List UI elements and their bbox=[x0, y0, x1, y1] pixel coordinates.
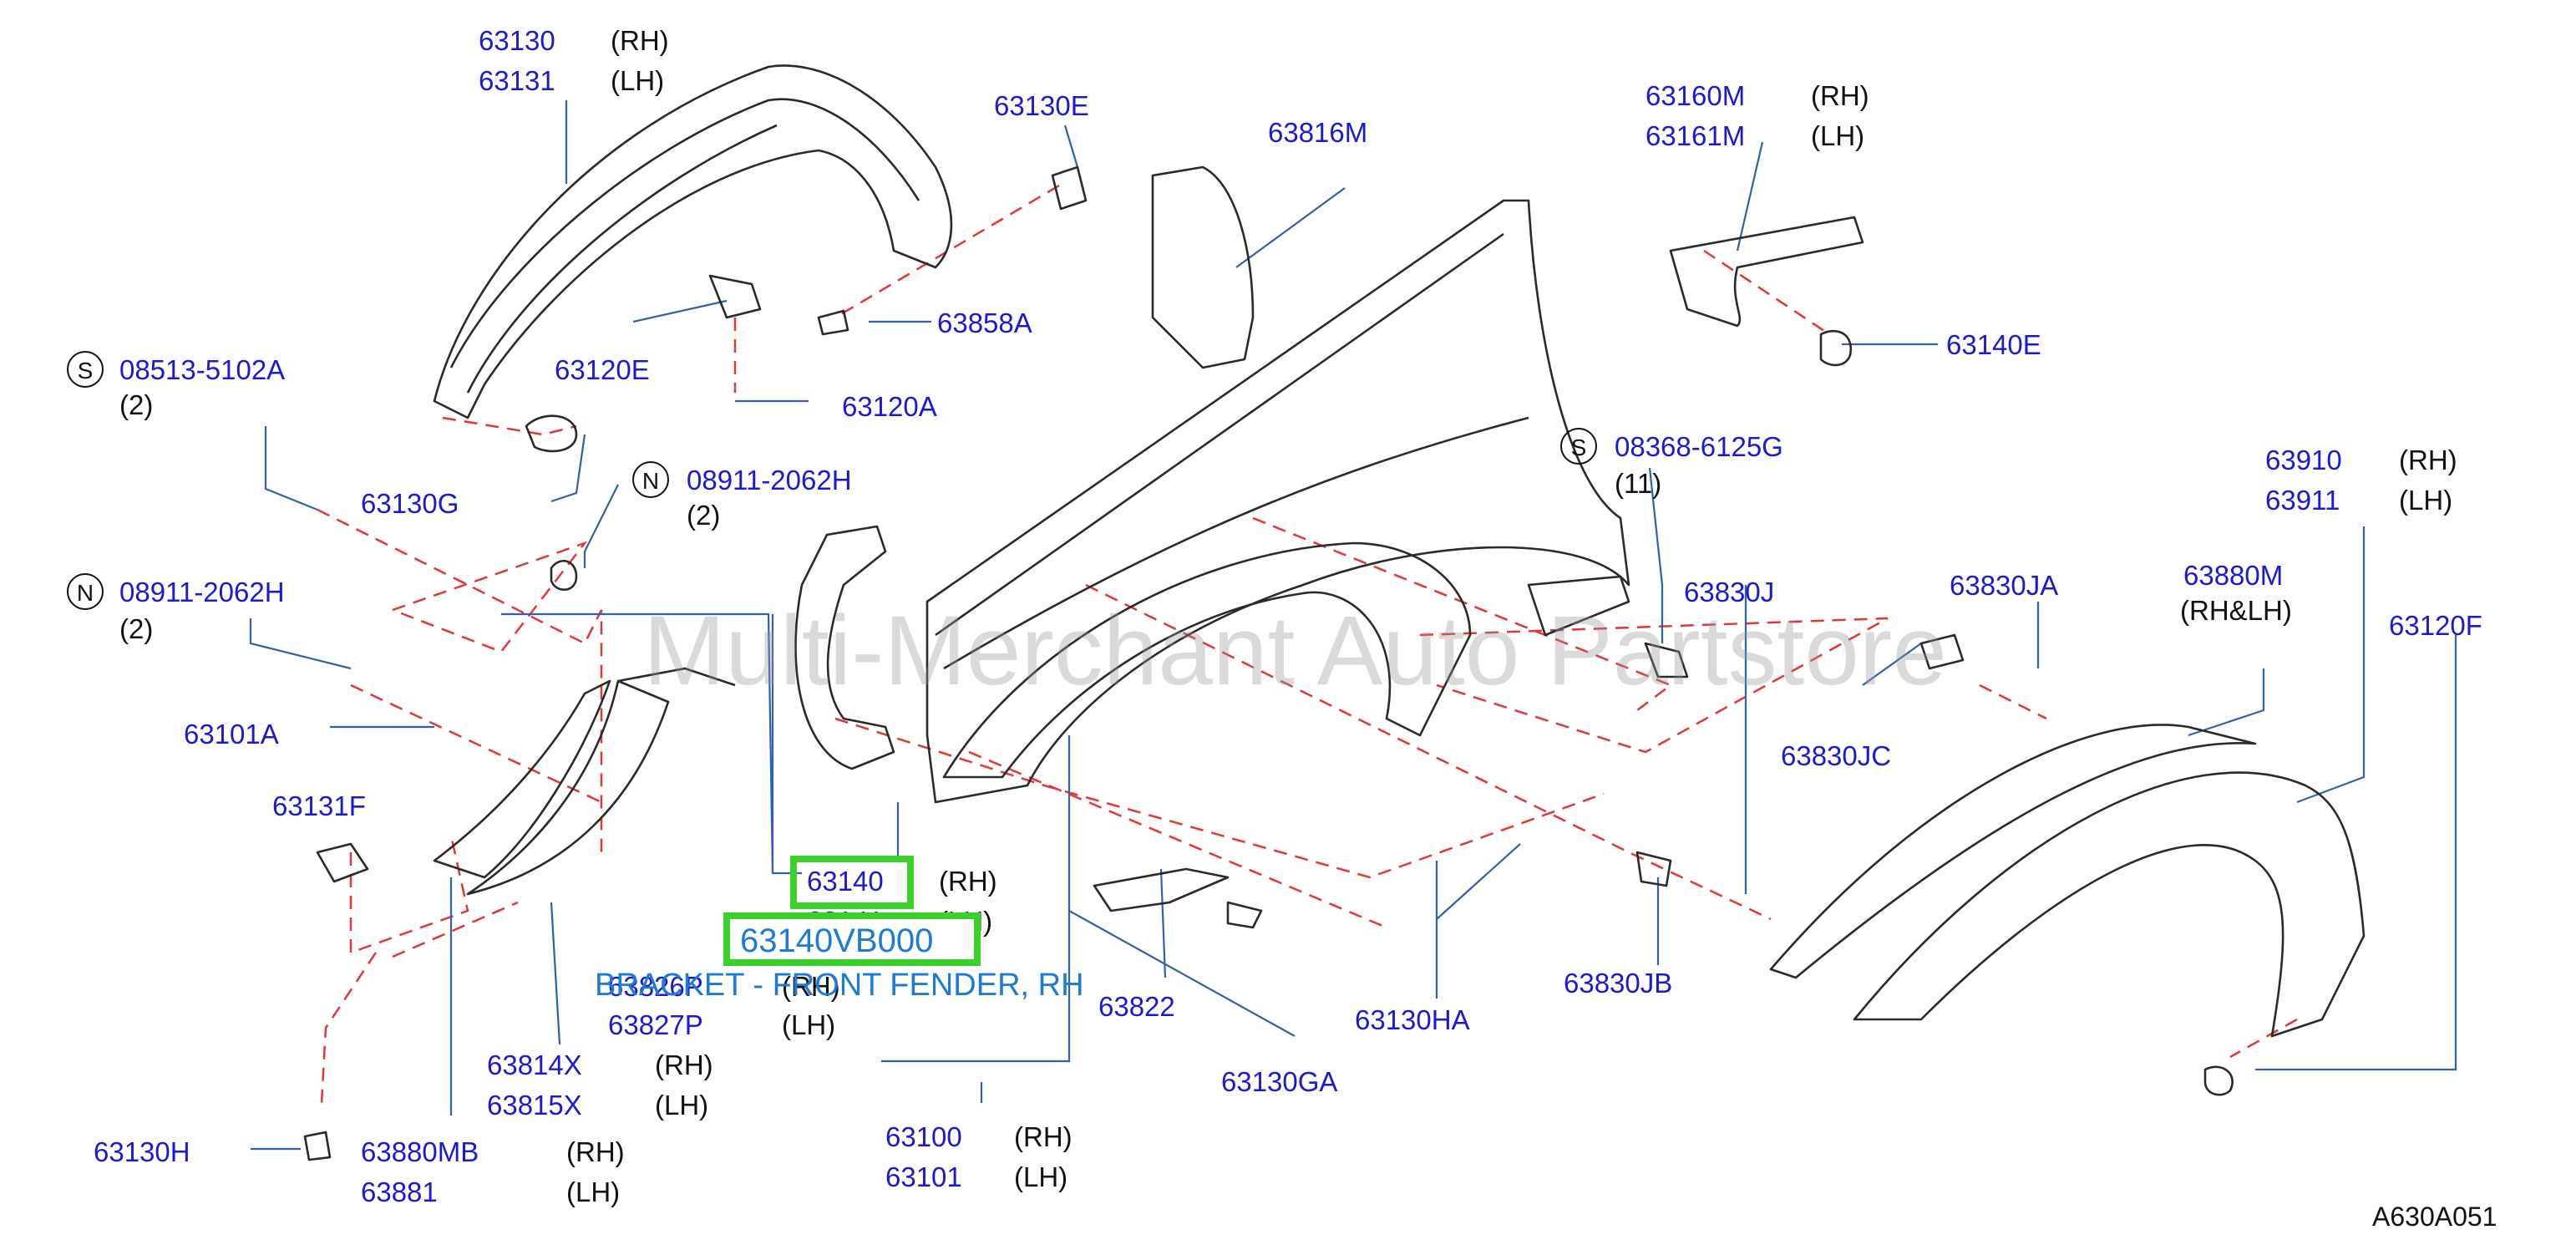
part-label-63120E[interactable]: 63120E bbox=[555, 354, 650, 385]
clip-63120F bbox=[2203, 1065, 2234, 1096]
part-label-08911-2062H-upper[interactable]: 08911-2062H bbox=[687, 465, 852, 495]
part-outlines bbox=[303, 64, 2366, 1161]
side-label-63827P: (LH) bbox=[782, 1009, 836, 1040]
part-label-63161M[interactable]: 63161M bbox=[1645, 120, 1746, 151]
part-label-63130E[interactable]: 63130E bbox=[994, 90, 1089, 121]
clip-63131F bbox=[316, 842, 369, 883]
clip-63120E bbox=[708, 274, 762, 319]
highlight-box-63140 bbox=[790, 856, 914, 909]
part-label-08911-2062H-lower[interactable]: 08911-2062H bbox=[119, 577, 285, 607]
fender-arch-liner bbox=[942, 541, 1472, 779]
arch-moulding-63880M bbox=[1769, 724, 2257, 979]
side-label-63826P: (RH) bbox=[782, 971, 840, 1002]
side-label-63910: (RH) bbox=[2399, 445, 2457, 475]
dashed-assembly-lines bbox=[317, 184, 2298, 1104]
side-label-63100: (RH) bbox=[1014, 1121, 1072, 1152]
standard-part-marker-n: N bbox=[67, 573, 104, 610]
side-label-63140: (RH) bbox=[939, 866, 997, 897]
arch-moulding-outer bbox=[1853, 771, 2366, 1038]
part-label-63881[interactable]: 63881 bbox=[361, 1176, 438, 1207]
fender-shape bbox=[925, 199, 1630, 804]
side-label-63881: (LH) bbox=[566, 1176, 621, 1207]
bracket-63160M bbox=[1669, 216, 1864, 328]
watermark-text: Multi-Merchant Auto Partstore bbox=[643, 596, 1947, 706]
part-label-63130G[interactable]: 63130G bbox=[361, 488, 459, 519]
part-label-63130H[interactable]: 63130H bbox=[94, 1136, 190, 1167]
side-label-63160M: (RH) bbox=[1811, 80, 1869, 111]
side-label-63131: (LH) bbox=[611, 65, 665, 96]
clip-63130E bbox=[1051, 165, 1088, 211]
part-label-63880M[interactable]: 63880M bbox=[2183, 560, 2284, 591]
part-label-63830J[interactable]: 63830J bbox=[1684, 577, 1775, 607]
screw-63858A bbox=[817, 309, 849, 336]
standard-part-marker-s: S bbox=[67, 351, 104, 388]
qty-label-08911-2062H-lower: (2) bbox=[119, 613, 154, 644]
highlight-box-63140VB000[interactable] bbox=[723, 912, 981, 966]
side-label-63880M: (RH&LH) bbox=[2180, 595, 2292, 626]
part-label-63830JB[interactable]: 63830JB bbox=[1564, 968, 1673, 999]
part-label-63815X[interactable]: 63815X bbox=[487, 1090, 582, 1121]
qty-label-08911-2062H-upper: (2) bbox=[687, 500, 721, 531]
screw-63130H bbox=[303, 1131, 332, 1161]
fender-liner-shape bbox=[433, 64, 953, 419]
part-label-63131[interactable]: 63131 bbox=[479, 65, 555, 96]
part-label-63911[interactable]: 63911 bbox=[2265, 485, 2340, 516]
clip-63140E bbox=[1819, 329, 1853, 367]
side-label-63101: (LH) bbox=[1014, 1161, 1068, 1192]
part-label-63130HA[interactable]: 63130HA bbox=[1355, 1004, 1470, 1035]
part-label-63826P[interactable]: 63826P bbox=[608, 971, 703, 1002]
part-label-63130GA[interactable]: 63130GA bbox=[1221, 1066, 1338, 1097]
qty-label-08368-6125G: (11) bbox=[1615, 468, 1662, 499]
part-label-63822[interactable]: 63822 bbox=[1098, 991, 1175, 1022]
part-label-63130[interactable]: 63130 bbox=[479, 25, 555, 56]
side-label-63130: (RH) bbox=[611, 25, 669, 56]
part-label-63830JC[interactable]: 63830JC bbox=[1781, 740, 1892, 771]
nut-08911a bbox=[550, 560, 578, 591]
highlight-part-code[interactable]: 63140VB000 bbox=[740, 922, 934, 959]
part-label-63101A[interactable]: 63101A bbox=[184, 719, 279, 750]
part-label-63160M[interactable]: 63160M bbox=[1645, 80, 1746, 111]
part-label-63858A[interactable]: 63858A bbox=[937, 307, 1032, 338]
part-label-63100[interactable]: 63100 bbox=[885, 1121, 962, 1152]
bracket-63140 bbox=[794, 525, 895, 770]
clip-63830JB bbox=[1635, 851, 1672, 887]
standard-part-marker-s: S bbox=[1560, 428, 1597, 465]
side-label-63815X: (LH) bbox=[655, 1090, 709, 1121]
part-label-08368-6125G[interactable]: 08368-6125G bbox=[1615, 431, 1783, 462]
part-tooltip: BRACKET - FRONT FENDER, RH bbox=[595, 968, 1084, 1003]
diagram-reference-id: A630A051 bbox=[2372, 1202, 2497, 1232]
clip-63830JC bbox=[1919, 633, 1965, 670]
qty-label-08513-5102A: (2) bbox=[119, 389, 154, 420]
side-label-63814X: (RH) bbox=[655, 1049, 713, 1080]
clip-63822 bbox=[1093, 867, 1230, 912]
part-label-63814X[interactable]: 63814X bbox=[487, 1049, 582, 1080]
grommet-63130G bbox=[525, 414, 578, 453]
standard-part-marker-n: N bbox=[632, 461, 669, 498]
part-label-63140[interactable]: 63140 bbox=[807, 866, 884, 897]
side-label-63911: (LH) bbox=[2399, 485, 2453, 516]
part-label-63827P[interactable]: 63827P bbox=[608, 1009, 703, 1040]
side-label-63880MB: (RH) bbox=[566, 1136, 625, 1167]
part-label-63910[interactable]: 63910 bbox=[2265, 445, 2342, 475]
clip-63130GA bbox=[1226, 901, 1263, 929]
part-label-63140E[interactable]: 63140E bbox=[1946, 329, 2041, 360]
clip-63830J bbox=[1644, 642, 1689, 678]
part-label-63101[interactable]: 63101 bbox=[885, 1161, 962, 1192]
part-label-63816M[interactable]: 63816M bbox=[1268, 117, 1368, 148]
part-label-63120F[interactable]: 63120F bbox=[2389, 610, 2482, 641]
side-label-63161M: (LH) bbox=[1811, 120, 1865, 151]
part-label-63120A[interactable]: 63120A bbox=[842, 391, 937, 422]
insulator-63816M bbox=[1151, 165, 1255, 369]
part-label-63830JA[interactable]: 63830JA bbox=[1950, 570, 2059, 601]
part-label-08513-5102A[interactable]: 08513-5102A bbox=[119, 354, 286, 385]
part-label-63131F[interactable]: 63131F bbox=[272, 790, 366, 821]
leader-lines bbox=[249, 100, 2457, 1151]
part-label-63880MB[interactable]: 63880MB bbox=[361, 1136, 479, 1167]
protector-63814X bbox=[466, 679, 670, 896]
mudguard-63826P bbox=[433, 679, 611, 879]
